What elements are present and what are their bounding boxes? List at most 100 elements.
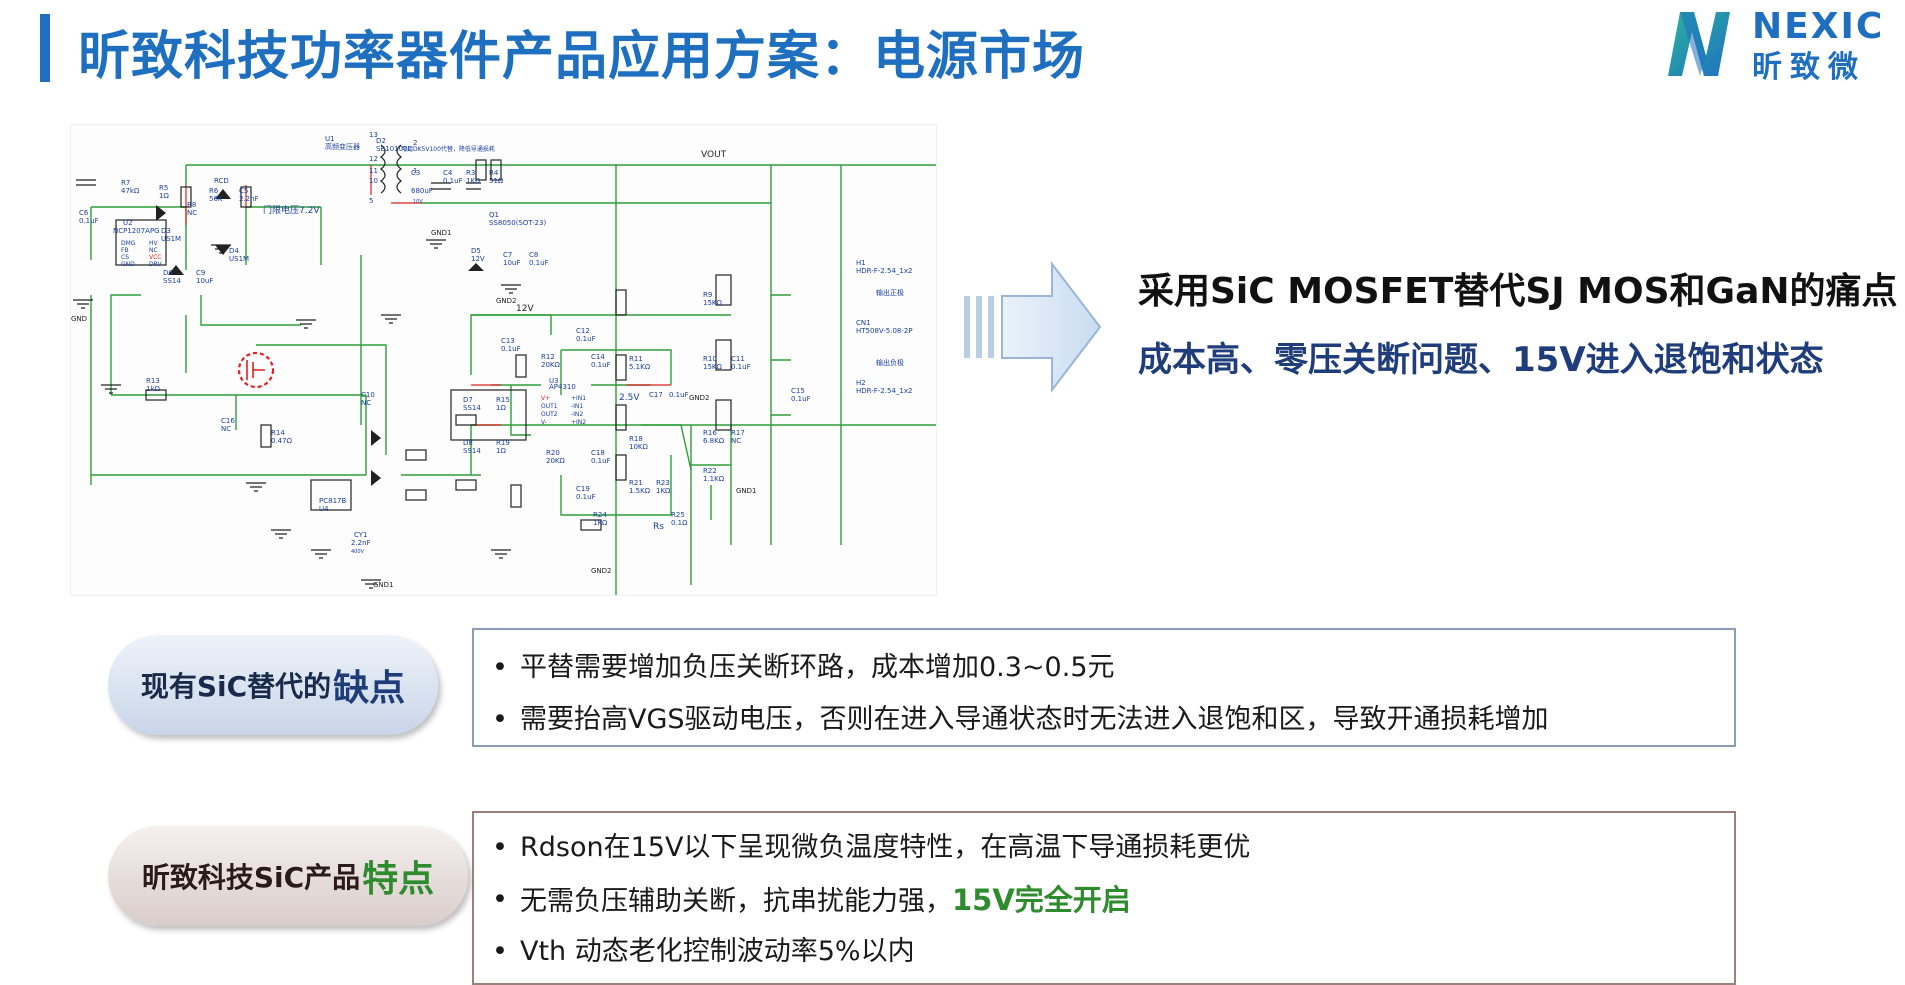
sch-r22-label: R22: [703, 467, 717, 475]
sch-d6-label: D6: [163, 269, 173, 277]
sch-d7-val: SS14: [463, 404, 481, 412]
arrow-right-icon: [964, 261, 1102, 393]
sch-gnd2-bottom: GND2: [591, 567, 612, 575]
sch-c19-val: 0.1uF: [576, 493, 596, 501]
sch-vout-label: VOUT: [701, 150, 727, 160]
sch-c17-label: C17: [649, 391, 663, 399]
sch-r19-label: R19: [496, 439, 510, 447]
sch-h2-part: HDR-F-2.54_1x2: [856, 387, 912, 395]
sch-u3-pin-out1: OUT1: [541, 403, 558, 410]
sch-c3-label: C3: [411, 169, 420, 177]
sch-c6-label: C6: [79, 209, 89, 217]
sch-h1-label: H1: [856, 259, 866, 267]
sch-r11-label: R11: [629, 355, 643, 363]
feature-item: 无需负压辅助关断，抗串扰能力强，15V完全开启: [474, 879, 1734, 931]
sch-r14-val: 0.47Ω: [271, 437, 293, 445]
feature-item-text: 无需负压辅助关断，抗串扰能力强，: [520, 886, 952, 917]
sch-c15-val: 0.1uF: [791, 395, 811, 403]
sch-u2-pin-cs: CS: [121, 254, 129, 261]
sch-u3-pin-pin2: +IN2: [571, 419, 586, 426]
pain-point-title: 采用SiC MOSFET替代SJ MOS和GaN的痛点: [1138, 271, 1898, 312]
sch-r17-val: NC: [731, 437, 741, 445]
sch-d4-label: D4: [229, 247, 239, 255]
sch-d6-val: SS14: [163, 277, 181, 285]
sch-c4-label: C4: [443, 169, 453, 177]
sch-c19-label: C19: [576, 485, 590, 493]
sch-r5-label: R5: [159, 184, 168, 192]
sch-r19-val: 1Ω: [496, 447, 506, 455]
sch-c8-val: 0.1uF: [529, 259, 549, 267]
sch-u2-pin-vcc: VCC: [149, 254, 161, 261]
sch-c5-label: C5: [239, 187, 248, 195]
sch-c18-label: C18: [591, 449, 605, 457]
sch-rcd-label: RCD: [214, 177, 229, 185]
sch-d2-part: SB10100L: [376, 145, 412, 153]
sch-r14-label: R14: [271, 429, 285, 437]
nexic-logo-icon: [1668, 12, 1730, 76]
drawback-item: 平替需要增加负压关断环路，成本增加0.3~0.5元: [474, 648, 1734, 700]
sch-r24-val: 1KΩ: [593, 519, 608, 527]
sch-u2-pin-gnd: GND: [121, 261, 135, 268]
sch-d7-label: D7: [463, 396, 473, 404]
sch-r23-val: 1KΩ: [656, 487, 671, 495]
sch-u2-pin-hv: HV: [149, 240, 159, 247]
sch-u2-pin-dmg: DMG: [121, 240, 136, 247]
features-label-pill: 昕致科技SiC产品特点: [108, 826, 468, 926]
sch-r10-label: R10: [703, 355, 717, 363]
sch-r24-label: R24: [593, 511, 607, 519]
sch-r3-label: R3: [466, 169, 475, 177]
sch-c13-label: C13: [501, 337, 515, 345]
sch-r13-val: 1kΩ: [146, 385, 161, 393]
sch-r16-val: 6.8KΩ: [703, 437, 725, 445]
sch-c14-val: 0.1uF: [591, 361, 611, 369]
sch-r18-val: 10KΩ: [629, 443, 648, 451]
drawbacks-label-pill: 现有SiC替代的缺点: [108, 635, 438, 735]
sch-r12-label: R12: [541, 353, 555, 361]
sch-pin2: 2: [413, 139, 417, 147]
sch-r11-val: 5.1KΩ: [629, 363, 651, 371]
sch-c16-label: C16: [221, 417, 235, 425]
sch-u3-pin-nin2: -IN2: [571, 411, 583, 418]
sch-pin5: 5: [369, 197, 373, 205]
sch-r8-val: NC: [187, 209, 197, 217]
drawbacks-label-emphasis: 缺点: [333, 668, 406, 709]
sch-r25-label: R25: [671, 511, 685, 519]
sch-c4-val: 0.1uF: [443, 177, 463, 185]
sch-u4-part: PC817B: [319, 497, 346, 505]
sch-gate-note: 门限电压7.2V: [263, 204, 320, 216]
sch-cy1-volt: 400V: [351, 549, 365, 555]
sch-c11-val: 0.1uF: [731, 363, 751, 371]
sch-u2-label: U2: [123, 219, 133, 227]
sch-r6-val: 56K: [209, 195, 223, 203]
sch-u2-part: NCP1207APG: [113, 227, 160, 235]
sch-r4-label: R4: [489, 169, 499, 177]
sch-pin11: 11: [369, 167, 378, 175]
logo-subtext: 昕致微: [1752, 50, 1866, 85]
drawbacks-label-prefix: 现有SiC替代的: [140, 670, 332, 703]
sch-q1-label: Q1: [489, 211, 499, 219]
sch-gnd-left: GND: [71, 315, 87, 323]
sch-c15-label: C15: [791, 387, 805, 395]
sch-u3-pin-out2: OUT2: [541, 411, 558, 418]
sch-c7-label: C7: [503, 251, 512, 259]
sch-d3-label: D3: [161, 227, 171, 235]
sch-c14-label: C14: [591, 353, 605, 361]
features-list-box: Rdson在15V以下呈现微负温度特性，在高温下导通损耗更优 无需负压辅助关断，…: [472, 811, 1736, 985]
sch-12v-label: 12V: [516, 304, 534, 314]
sch-cy1-val: 2.2nF: [351, 539, 371, 547]
sch-d3-val: US1M: [161, 235, 181, 243]
feature-item: Rdson在15V以下呈现微负温度特性，在高温下导通损耗更优: [474, 827, 1734, 879]
feature-item: Vth 动态老化控制波动率5%以内: [474, 931, 1734, 983]
sch-c10-val: NC: [361, 399, 371, 407]
sch-gnd2-label: GND2: [496, 297, 517, 305]
sch-u3-part: AP4310: [549, 383, 576, 391]
sch-u4-label: U4: [319, 505, 329, 513]
sch-c8-label: C8: [529, 251, 538, 259]
sch-gnd1-bottom: GND1: [373, 581, 394, 589]
sch-r10-val: 15KΩ: [703, 363, 722, 371]
sch-pin12: 12: [369, 155, 378, 163]
sch-r8-label: R8: [187, 201, 196, 209]
sch-r7-val: 47kΩ: [121, 187, 140, 195]
features-label-prefix: 昕致科技SiC产品: [141, 861, 361, 894]
sch-d8-val: SS14: [463, 447, 481, 455]
